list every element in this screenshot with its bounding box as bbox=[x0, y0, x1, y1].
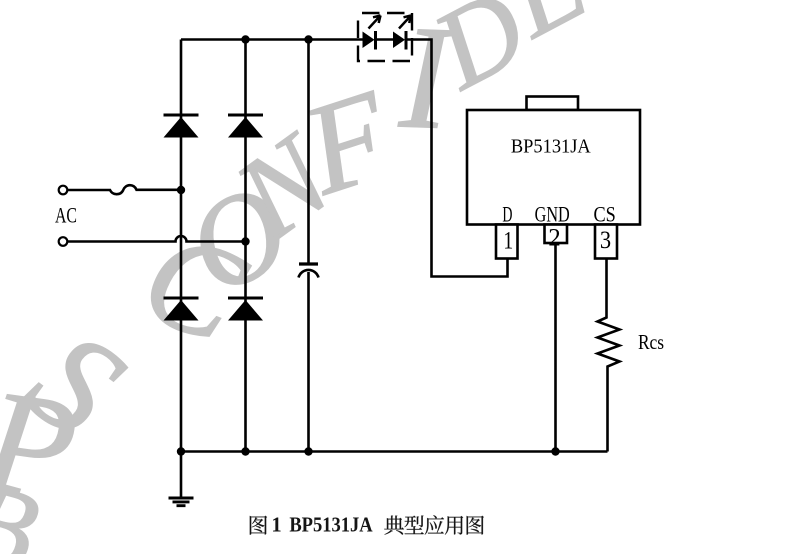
svg-text:1: 1 bbox=[271, 515, 281, 537]
svg-text:3: 3 bbox=[600, 227, 611, 254]
svg-text:1: 1 bbox=[503, 226, 513, 254]
svg-text:D: D bbox=[502, 202, 512, 227]
svg-text:2: 2 bbox=[548, 225, 561, 252]
svg-text:BP5131JA: BP5131JA bbox=[289, 515, 372, 537]
svg-text:AC: AC bbox=[55, 204, 77, 228]
svg-text:BP5131JA: BP5131JA bbox=[511, 136, 591, 158]
svg-text:GND: GND bbox=[535, 203, 570, 227]
svg-text:Rcs: Rcs bbox=[638, 332, 664, 355]
svg-text:CS: CS bbox=[593, 203, 615, 227]
